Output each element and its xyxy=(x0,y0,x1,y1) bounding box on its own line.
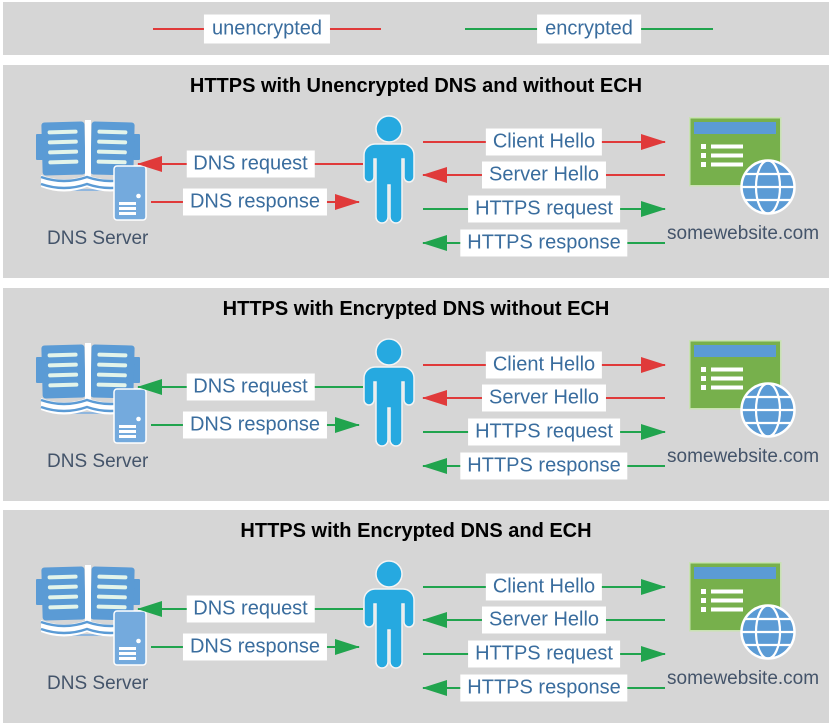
website-window-icon xyxy=(689,117,797,217)
arrow-label: DNS response xyxy=(182,633,328,661)
arrow-label: Server Hello xyxy=(481,161,607,189)
arrow-label: Client Hello xyxy=(485,128,603,156)
arrowhead-right-icon xyxy=(641,646,666,662)
arrowhead-right-icon xyxy=(335,194,360,210)
arrow-label: DNS request xyxy=(186,150,315,178)
arrow-label: HTTPS request xyxy=(468,195,620,223)
arrowhead-left-icon xyxy=(422,680,447,696)
arrow-label: DNS response xyxy=(182,411,328,439)
dns-server-caption: DNS Server xyxy=(47,451,149,472)
legend-bar: unencrypted encrypted xyxy=(3,2,829,55)
website-window-icon xyxy=(689,562,797,662)
arrow-label: DNS request xyxy=(186,373,315,401)
globe-icon xyxy=(740,159,796,215)
arrowhead-right-icon xyxy=(335,417,360,433)
website-caption: somewebsite.com xyxy=(667,668,820,689)
arrowhead-left-icon xyxy=(137,601,162,617)
dns-connector-line xyxy=(71,634,117,636)
dns-book-icon xyxy=(36,118,140,194)
dns-connector-line xyxy=(71,412,117,414)
arrow-label: Server Hello xyxy=(481,384,607,412)
website-caption: somewebsite.com xyxy=(667,223,820,244)
arrowhead-left-icon xyxy=(422,612,447,628)
dns-book-icon xyxy=(36,563,140,639)
arrow-label: DNS request xyxy=(186,595,315,623)
arrowhead-left-icon xyxy=(422,235,447,251)
arrowhead-right-icon xyxy=(641,134,666,150)
arrow-label: HTTPS response xyxy=(460,452,628,480)
globe-icon xyxy=(740,382,796,438)
dns-server-caption: DNS Server xyxy=(47,228,149,249)
panel-title: HTTPS with Encrypted DNS without ECH xyxy=(222,298,610,320)
arrowhead-left-icon xyxy=(422,390,447,406)
arrow-label: HTTPS request xyxy=(468,640,620,668)
arrowhead-right-icon xyxy=(335,639,360,655)
globe-icon xyxy=(740,604,796,660)
arrowhead-left-icon xyxy=(137,156,162,172)
legend-label-unencrypted: unencrypted xyxy=(203,14,331,44)
dns-server-caption: DNS Server xyxy=(47,673,149,694)
arrowhead-right-icon xyxy=(641,579,666,595)
scenario-panel-3: HTTPS with Encrypted DNS and ECH xyxy=(3,510,829,723)
arrow-label: HTTPS response xyxy=(460,229,628,257)
dns-connector-line xyxy=(71,189,117,191)
panel-title: HTTPS with Encrypted DNS and ECH xyxy=(240,520,592,542)
arrow-label: HTTPS response xyxy=(460,674,628,702)
arrow-label: DNS response xyxy=(182,188,328,216)
scenario-panel-1: HTTPS with Unencrypted DNS and without E… xyxy=(3,65,829,278)
arrow-label: Server Hello xyxy=(481,606,607,634)
scenario-panel-2: HTTPS with Encrypted DNS without ECH xyxy=(3,288,829,501)
website-caption: somewebsite.com xyxy=(667,446,820,467)
website-window-icon xyxy=(689,340,797,440)
person-icon xyxy=(358,338,420,448)
arrowhead-left-icon xyxy=(422,167,447,183)
dns-server-tower-icon xyxy=(113,388,147,444)
arrowhead-right-icon xyxy=(641,201,666,217)
arrowhead-left-icon xyxy=(137,379,162,395)
arrowhead-left-icon xyxy=(422,458,447,474)
dns-server-tower-icon xyxy=(113,610,147,666)
dns-book-icon xyxy=(36,341,140,417)
dns-server-tower-icon xyxy=(113,165,147,221)
arrow-label: HTTPS request xyxy=(468,418,620,446)
arrow-label: Client Hello xyxy=(485,573,603,601)
arrow-label: Client Hello xyxy=(485,351,603,379)
person-icon xyxy=(358,560,420,670)
arrowhead-right-icon xyxy=(641,357,666,373)
person-icon xyxy=(358,115,420,225)
arrowhead-right-icon xyxy=(641,424,666,440)
legend-label-encrypted: encrypted xyxy=(537,14,641,44)
panel-title: HTTPS with Unencrypted DNS and without E… xyxy=(189,75,643,97)
